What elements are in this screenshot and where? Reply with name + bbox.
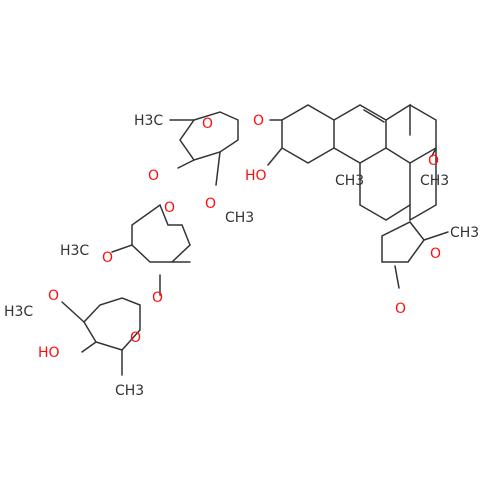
hydroxyl-ring3: HO xyxy=(38,345,60,361)
methyl-methoxy3: H3C xyxy=(4,304,33,320)
oxygen-methoxy2: O xyxy=(102,250,113,266)
methyl-b: CH3 xyxy=(335,173,364,189)
methyl-methoxy1: CH3 xyxy=(225,210,254,226)
oxygen-ring2: O xyxy=(164,200,175,216)
oxygen-methoxy3: O xyxy=(48,288,59,304)
oxygen-ring1-to-ring2: O xyxy=(148,168,159,184)
methyl-ring1: H3C xyxy=(134,113,163,129)
oxygen-ring2-to-ring3: O xyxy=(152,290,163,306)
lactone-ring-oxygen: O xyxy=(430,246,441,262)
methyl-methoxy2: H3C xyxy=(60,243,89,259)
oxygen-glyco-link: O xyxy=(253,113,264,129)
oxygen-methoxy1: O xyxy=(205,196,216,212)
oxygen-ring1: O xyxy=(202,116,213,132)
methyl-c: CH3 xyxy=(420,173,449,189)
bonds xyxy=(61,103,449,376)
atom-labels: O O H3C O O CH3 HO O O H3C O O H3C O HO … xyxy=(4,113,479,399)
hydroxyl-steroid: HO xyxy=(245,168,267,184)
ketone-oxygen: O xyxy=(428,153,439,169)
lactone-carbonyl-oxygen: O xyxy=(395,301,406,317)
oxygen-ring3: O xyxy=(130,330,141,346)
methyl-ring3: CH3 xyxy=(115,383,144,399)
methyl-d: CH3 xyxy=(450,225,479,241)
